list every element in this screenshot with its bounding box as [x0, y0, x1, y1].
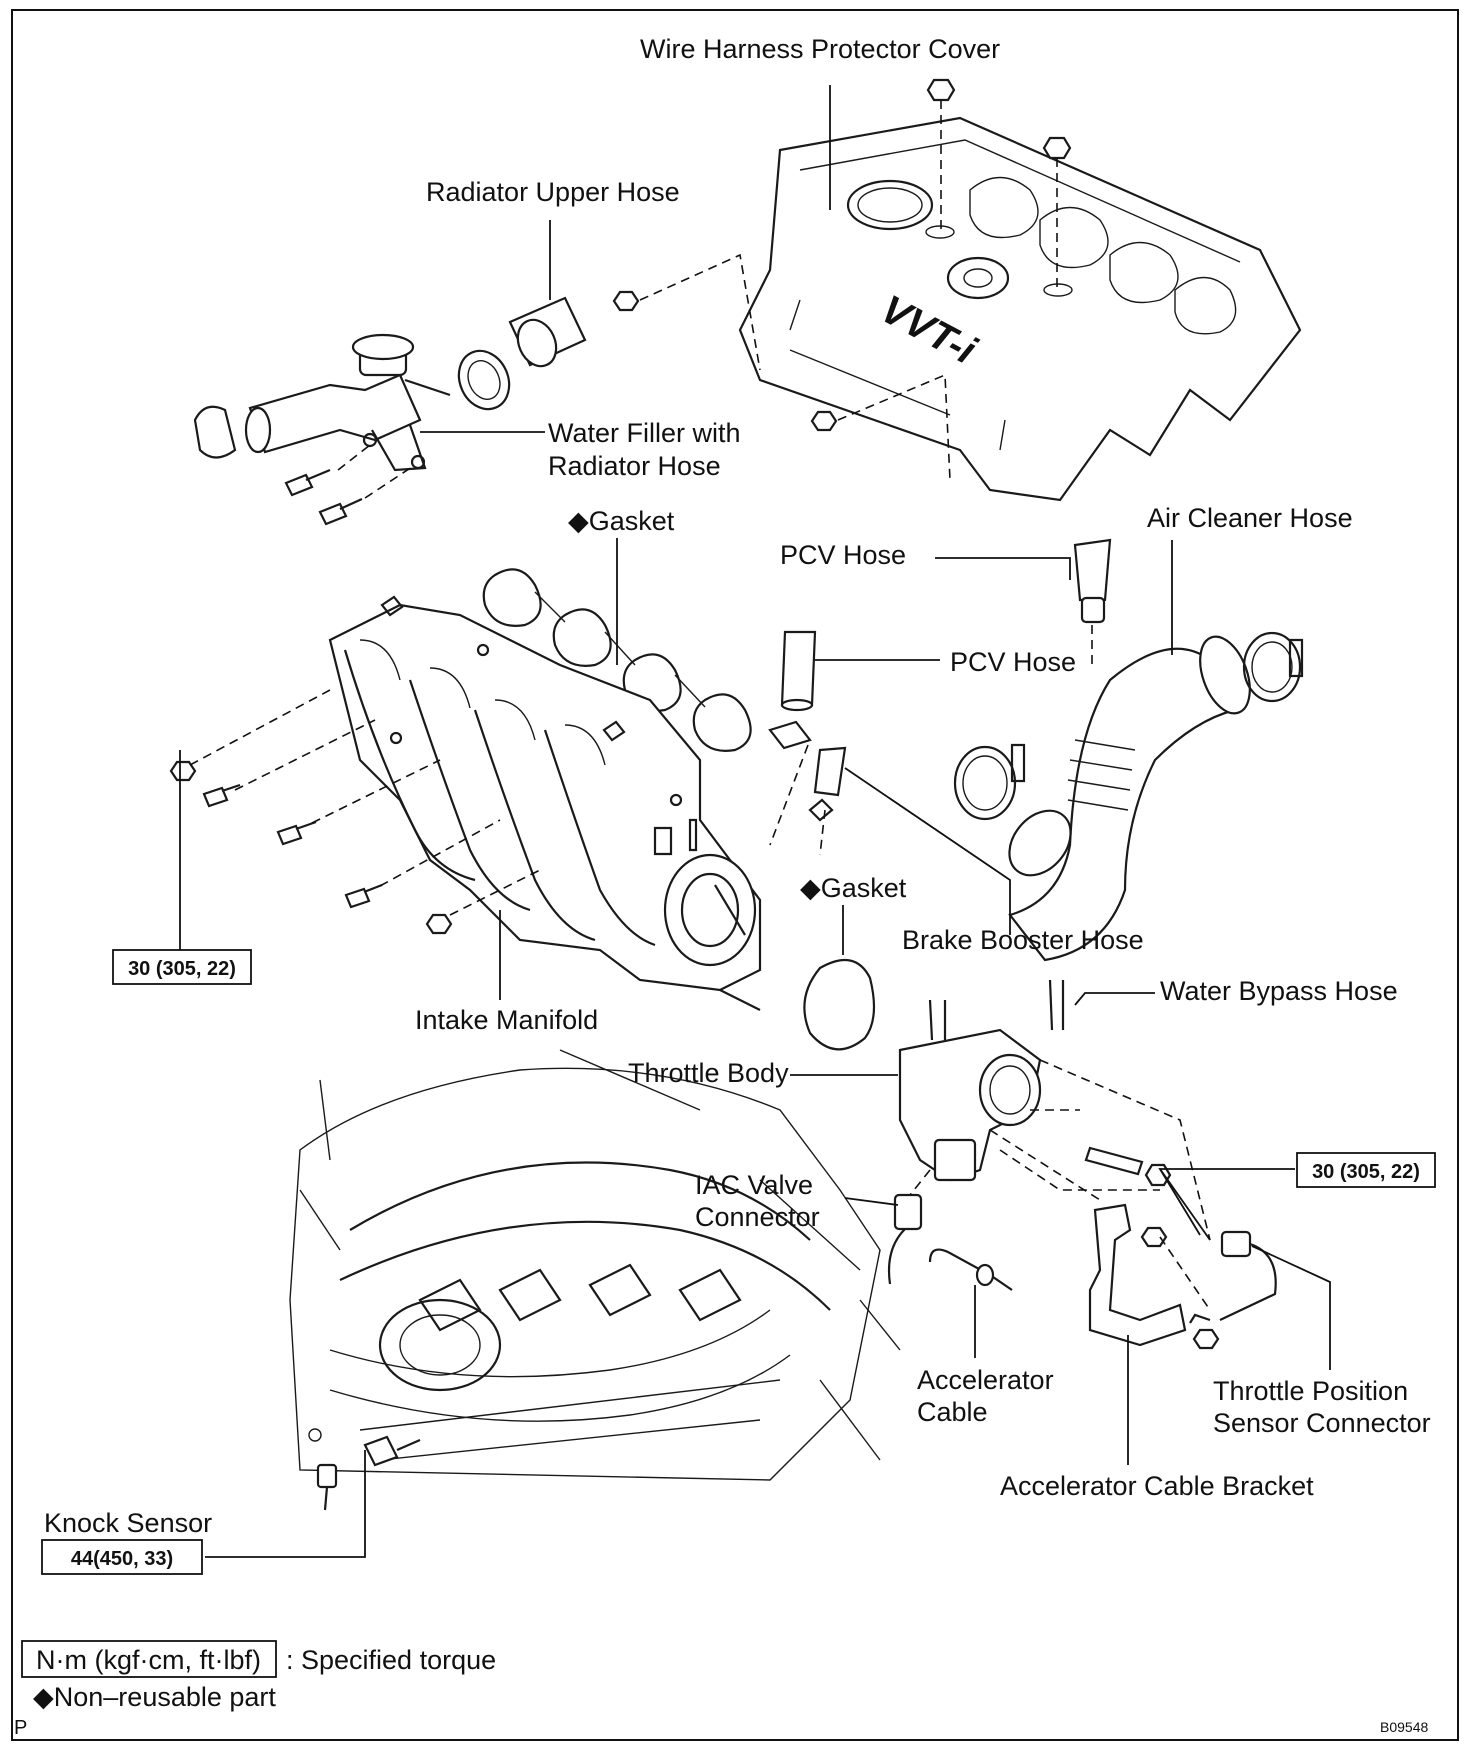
manifold-gasket-drawing	[482, 568, 752, 752]
throttle-dashed-lines	[989, 1059, 1211, 1241]
tps-connector-drawing	[1219, 1230, 1277, 1321]
torque-manifold: 30 (305, 22)	[128, 958, 236, 980]
label-air-cleaner-hose: Air Cleaner Hose	[1147, 503, 1353, 533]
leader-lines	[179, 85, 1331, 1558]
throttle-gasket-drawing	[803, 958, 876, 1051]
label-radiator-upper-hose: Radiator Upper Hose	[426, 177, 680, 207]
iac-valve-connector-drawing	[887, 1169, 931, 1285]
label-accelerator-cable-line2: Cable	[917, 1397, 988, 1427]
label-iac-valve-line1: IAC Valve	[695, 1170, 813, 1200]
legend-non-reusable: ◆Non–reusable part	[33, 1682, 276, 1712]
manifold-fasteners	[169, 689, 541, 935]
air-cleaner-hose-drawing	[953, 631, 1304, 962]
torque-callouts: 30 (305, 22) 30 (305, 22) 44(450, 33)	[41, 949, 1436, 1575]
knock-sensor-drawing	[308, 1428, 421, 1511]
label-pcv-hose-upper: PCV Hose	[780, 540, 906, 570]
label-wire-harness-protector-cover: Wire Harness Protector Cover	[640, 34, 1000, 64]
legend: N·m (kgf·cm, ft·lbf) : Specified torque …	[21, 1640, 496, 1712]
label-pcv-hose-lower: PCV Hose	[950, 647, 1076, 677]
label-accelerator-cable-bracket: Accelerator Cable Bracket	[1000, 1471, 1314, 1501]
diagram-frame	[11, 9, 1459, 1741]
label-intake-manifold: Intake Manifold	[415, 1005, 598, 1035]
label-knock-sensor: Knock Sensor	[44, 1508, 212, 1538]
label-gasket-top: ◆Gasket	[568, 506, 675, 536]
pcv-hoses-drawing	[768, 538, 1112, 856]
label-tps-line2: Sensor Connector	[1213, 1408, 1431, 1438]
torque-box-knock-sensor	[41, 1539, 203, 1575]
label-throttle-body: Throttle Body	[628, 1058, 789, 1088]
label-water-bypass-hose: Water Bypass Hose	[1160, 976, 1398, 1006]
wire-harness-protector-cover-drawing: VVT-i	[738, 116, 1302, 502]
accelerator-cable-bracket-drawing	[1088, 1203, 1220, 1350]
legend-unit-desc: : Specified torque	[286, 1645, 496, 1675]
label-tps-line1: Throttle Position	[1213, 1376, 1408, 1406]
torque-knock-sensor: 44(450, 33)	[71, 1548, 173, 1570]
label-gasket-lower: ◆Gasket	[800, 873, 907, 903]
legend-unit-text: N·m (kgf·cm, ft·lbf)	[36, 1645, 261, 1675]
engine-block-drawing	[289, 1049, 901, 1481]
water-filler-drawing	[193, 296, 587, 526]
label-brake-booster-hose: Brake Booster Hose	[902, 925, 1144, 955]
torque-box-manifold	[112, 949, 252, 985]
intake-manifold-drawing	[328, 595, 762, 1011]
page-letter: P	[14, 1717, 27, 1739]
label-water-filler-line1: Water Filler with	[548, 418, 741, 448]
accelerator-cable-drawing	[928, 1248, 1013, 1291]
figure-id: B09548	[1380, 1719, 1428, 1735]
torque-throttle-body: 30 (305, 22)	[1312, 1161, 1420, 1183]
label-iac-valve-line2: Connector	[695, 1202, 820, 1232]
label-water-filler-line2: Radiator Hose	[548, 451, 721, 481]
legend-unit-box	[21, 1640, 277, 1678]
cover-bolts	[612, 78, 1072, 481]
label-accelerator-cable-line1: Accelerator	[917, 1365, 1054, 1395]
callout-labels: Wire Harness Protector Cover Radiator Up…	[44, 34, 1431, 1538]
torque-box-throttle-body	[1296, 1152, 1436, 1188]
throttle-body-drawing	[898, 979, 1172, 1187]
